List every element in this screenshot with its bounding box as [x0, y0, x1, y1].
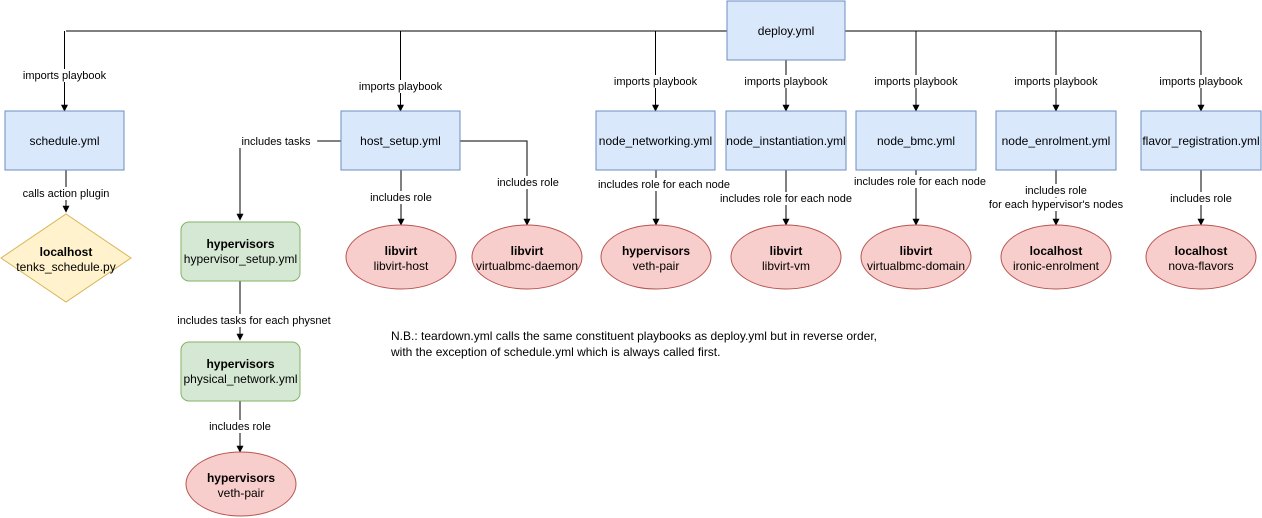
playbook-node-enrolment [995, 110, 1117, 171]
role-veth-pair-1-subtitle: veth-pair [218, 486, 265, 500]
role-libvirt-vm [730, 224, 842, 290]
role-nova-flavors [1145, 224, 1257, 290]
role-libvirt-host [345, 224, 457, 290]
note-line-1: N.B.: teardown.yml calls the same consti… [391, 329, 877, 343]
role-virtualbmc-daemon-subtitle: virtualbmc-daemon [476, 259, 578, 273]
note-line-2: with the exception of schedule.yml which… [390, 345, 720, 359]
playbook-host-setup-label: host_setup.yml [360, 134, 441, 148]
role-veth-pair-2-subtitle: veth-pair [633, 259, 680, 273]
label-role-virtualbmc-daemon-0-bg [489, 176, 567, 189]
label-includes-tasks-bg [234, 135, 318, 148]
role-ironic-enrolment-title: localhost [1030, 244, 1083, 258]
label-role-libvirt-host-0-bg [362, 191, 440, 204]
role-libvirt-vm-subtitle: libvirt-vm [762, 259, 810, 273]
label-imports-schedule-bg [17, 69, 112, 82]
role-nova-flavors-title: localhost [1175, 244, 1228, 258]
playbook-node-bmc [855, 110, 977, 171]
label-role-libvirt-host-0: includes role [370, 192, 432, 204]
deploy-yml-node [726, 0, 846, 61]
label-role-nova-flavors-0: includes role [1170, 193, 1232, 205]
playbook-flavor-registration [1140, 110, 1262, 171]
role-ironic-enrolment [1000, 224, 1112, 290]
playbook-node-networking-label: node_networking.yml [599, 134, 712, 148]
label-includes-tasks-each-physnet-bg [165, 314, 343, 327]
label-role-veth-pair-1-0: includes role [209, 421, 271, 433]
label-role-virtualbmc-domain-0-bg [842, 175, 998, 188]
label-role-ironic-enrolment-0-bg [1017, 184, 1095, 197]
deploy-yml-label: deploy.yml [758, 24, 814, 38]
role-virtualbmc-domain-subtitle: virtualbmc-domain [867, 259, 965, 273]
role-virtualbmc-domain-title: libvirt [900, 244, 933, 258]
label-includes-tasks-each-physnet: includes tasks for each physnet [177, 315, 330, 327]
label-imports-host-setup: imports playbook [359, 81, 443, 93]
taskfile-physical-network-subtitle: physical_network.yml [183, 372, 297, 386]
taskfile-physical-network-title: hypervisors [206, 357, 274, 371]
playbook-node-bmc-label: node_bmc.yml [877, 134, 955, 148]
playbook-node-instantiation-label: node_instantiation.yml [726, 134, 845, 148]
label-role-veth-pair-2-0-bg [586, 178, 742, 191]
playbook-node-networking [595, 110, 716, 171]
role-libvirt-host-title: libvirt [385, 244, 418, 258]
label-role-nova-flavors-0-bg [1162, 192, 1240, 205]
label-role-ironic-enrolment-1-bg [978, 198, 1134, 211]
label-role-libvirt-vm-0: includes role for each node [720, 193, 852, 205]
label-role-virtualbmc-domain-0: includes role for each node [854, 176, 986, 188]
playbook-flavor-registration-label: flavor_registration.yml [1142, 134, 1259, 148]
taskfile-physical-network [180, 341, 301, 402]
label-role-veth-pair-2-0: includes role for each node [598, 179, 730, 191]
label-imports-node-instantiation: imports playbook [744, 76, 828, 88]
role-veth-pair-2-title: hypervisors [622, 244, 690, 258]
label-imports-flavor-registration: imports playbook [1159, 76, 1243, 88]
label-imports-node-bmc: imports playbook [874, 76, 958, 88]
label-imports-node-networking-bg [608, 75, 703, 88]
edge-role-virtualbmc-daemon [460, 140, 531, 226]
taskfile-hypervisor-setup-title: hypervisors [206, 237, 274, 251]
taskfile-hypervisor-setup-subtitle: hypervisor_setup.yml [184, 252, 297, 266]
label-imports-flavor-registration-bg [1154, 75, 1248, 88]
label-role-ironic-enrolment-1: for each hypervisor's nodes [989, 199, 1124, 211]
label-calls-action-plugin-bg [10, 187, 122, 200]
role-nova-flavors-subtitle: nova-flavors [1168, 259, 1233, 273]
role-virtualbmc-domain [860, 224, 972, 290]
playbook-node-enrolment-label: node_enrolment.yml [1002, 134, 1111, 148]
label-imports-schedule: imports playbook [23, 70, 107, 82]
localhost-schedule-node [0, 213, 132, 303]
label-role-libvirt-vm-0-bg [708, 192, 864, 205]
edge-labels: imports playbook imports playbook imports … [10, 69, 1248, 433]
label-imports-node-bmc-bg [869, 75, 963, 88]
label-imports-node-enrolment: imports playbook [1014, 76, 1098, 88]
playbook-schedule [4, 110, 125, 171]
role-virtualbmc-daemon [471, 224, 583, 290]
role-virtualbmc-daemon-title: libvirt [511, 244, 544, 258]
playbook-schedule-label: schedule.yml [29, 134, 99, 148]
playbook-host-setup [340, 110, 461, 171]
role-libvirt-vm-title: libvirt [770, 244, 803, 258]
role-veth-pair-1 [185, 451, 297, 517]
label-imports-node-networking: imports playbook [614, 76, 698, 88]
edge-includes-tasks [236, 140, 341, 221]
role-libvirt-host-subtitle: libvirt-host [374, 259, 429, 273]
role-veth-pair-2 [600, 224, 712, 290]
label-imports-node-enrolment-bg [1009, 75, 1103, 88]
label-includes-tasks: includes tasks [241, 136, 311, 148]
label-role-veth-pair-1-0-bg [201, 420, 279, 433]
localhost-schedule-title: localhost [40, 245, 93, 259]
localhost-schedule-subtitle: tenks_schedule.py [16, 260, 115, 274]
taskfile-hypervisor-setup [180, 221, 301, 282]
label-role-ironic-enrolment-0: includes role [1025, 185, 1087, 197]
label-imports-host-setup-bg [353, 80, 448, 93]
role-veth-pair-1-title: hypervisors [207, 471, 275, 485]
label-imports-node-instantiation-bg [739, 75, 833, 88]
playbook-node-instantiation [725, 110, 847, 171]
label-calls-action-plugin: calls action plugin [23, 188, 110, 200]
role-ironic-enrolment-subtitle: ironic-enrolment [1013, 259, 1100, 273]
label-role-virtualbmc-daemon-0: includes role [497, 177, 559, 189]
